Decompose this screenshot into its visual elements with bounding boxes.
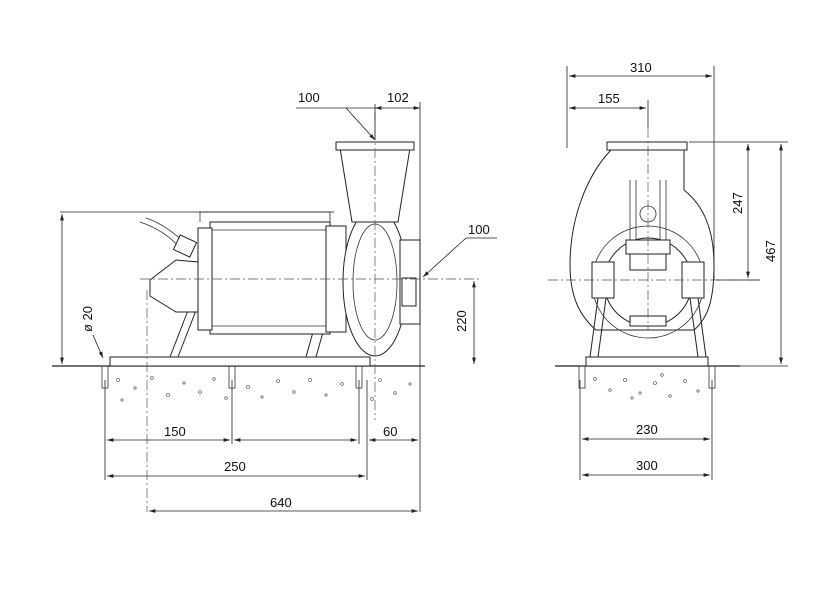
side-lifting-handle: [199, 211, 331, 222]
side-cable-entry: [149, 259, 199, 313]
dim-front-bolt-spacing: 230: [636, 422, 658, 437]
dim-bolt-spacing: 150: [164, 424, 186, 439]
dim-axis-height: 220: [454, 310, 469, 332]
dim-flange-to-axis: 247: [730, 192, 745, 214]
dim-flange-width: 100: [298, 90, 320, 105]
side-base-plate: [109, 356, 371, 367]
dim-outlet: 100: [468, 222, 490, 237]
dim-overall-width: 310: [630, 60, 652, 75]
side-motor-body: [209, 221, 331, 335]
dim-flange-offset: 102: [387, 90, 409, 105]
dim-overall-height: 467: [763, 240, 778, 262]
front-discharge-flange: [606, 141, 688, 151]
front-concrete: [593, 373, 700, 400]
dim-base-width: 300: [636, 458, 658, 473]
front-base-plate: [585, 356, 709, 367]
dim-overall-length: 640: [270, 495, 292, 510]
side-concrete: [116, 376, 412, 402]
front-view: 310 155 247 467 230 300: [548, 60, 788, 480]
side-support-legs: [169, 299, 333, 358]
dim-center-offset: 155: [598, 91, 620, 106]
dim-base-length: 250: [224, 459, 246, 474]
dim-bolt-to-outlet: 60: [383, 424, 397, 439]
side-view: 100 102 100 ø 20 220 150 60 250 640: [52, 90, 497, 513]
dim-anchor-dia: ø 20: [80, 306, 95, 332]
